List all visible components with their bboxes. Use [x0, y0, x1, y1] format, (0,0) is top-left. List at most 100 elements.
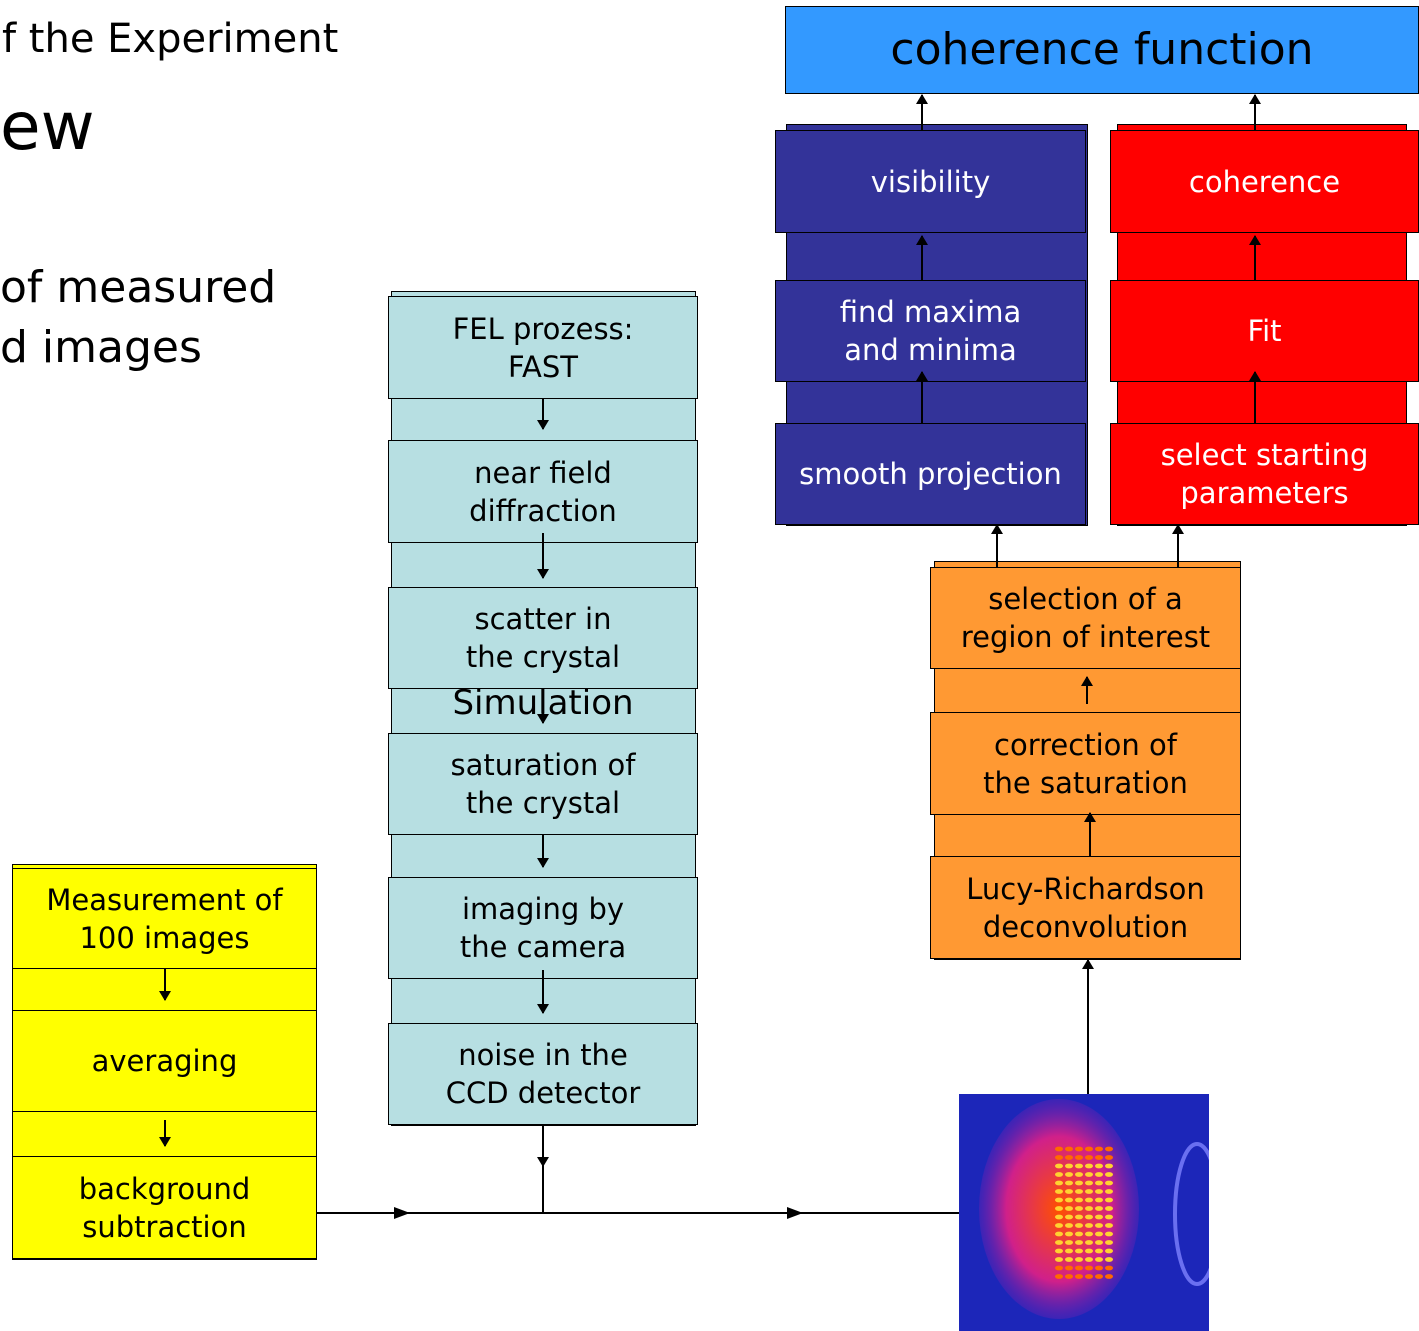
sim-step-fel-process: FEL prozess: FAST	[388, 296, 698, 399]
fringe-spot	[1105, 1231, 1113, 1237]
fringe-spot	[1075, 1257, 1083, 1262]
fringe-spot	[1105, 1214, 1113, 1220]
fringe-spot	[1075, 1197, 1083, 1203]
fringe-spot	[1065, 1231, 1073, 1237]
fringe-spot	[1065, 1274, 1073, 1279]
sim-step-saturation-of-crystal: saturation of the crystal	[388, 733, 698, 835]
fringe-spot	[1075, 1180, 1083, 1186]
fringe-spot	[1105, 1265, 1113, 1271]
fringe-spot	[1055, 1180, 1063, 1186]
fringe-spot	[1055, 1248, 1063, 1254]
fringe-spot	[1095, 1248, 1103, 1254]
fringe-spot	[1055, 1265, 1063, 1271]
fringe-spot	[1065, 1146, 1073, 1152]
fringe-spot	[1055, 1146, 1063, 1152]
fringe-spot	[1055, 1274, 1063, 1279]
fringe-spot	[1085, 1197, 1093, 1203]
fringe-spot	[1065, 1248, 1073, 1254]
slide-subtitle: f the Experiment	[2, 16, 339, 62]
fringe-spot	[1105, 1274, 1113, 1279]
meas-step-background-subtraction: background subtraction	[12, 1156, 317, 1259]
fringe-spot	[1055, 1240, 1063, 1245]
vis-step-find-extrema: find maxima and minima	[775, 280, 1086, 382]
fringe-spot	[1095, 1257, 1103, 1262]
fringe-spot	[1085, 1240, 1093, 1245]
fringe-spot	[1105, 1197, 1113, 1203]
fringe-spot	[1075, 1146, 1083, 1152]
interference-pattern-image	[959, 1094, 1209, 1331]
proc-step-lucy-richardson: Lucy-Richardson deconvolution	[930, 856, 1241, 959]
fringe-spot	[1055, 1223, 1063, 1228]
fringe-spot	[1075, 1240, 1083, 1245]
fringe-spot	[1075, 1155, 1083, 1160]
fringe-spot	[1085, 1231, 1093, 1237]
sim-step-near-field-diffraction: near field diffraction	[388, 440, 698, 543]
fringe-spot	[1105, 1248, 1113, 1254]
fringe-spot	[1095, 1240, 1103, 1245]
slide-body-line-2: d images	[0, 322, 202, 373]
fringe-spot	[1055, 1197, 1063, 1203]
fringe-spot	[1055, 1163, 1063, 1169]
fringe-spot	[1075, 1206, 1083, 1211]
fringe-spot	[1085, 1189, 1093, 1194]
fringe-spot	[1105, 1189, 1113, 1194]
fringe-spot	[1065, 1189, 1073, 1194]
sim-step-noise-ccd: noise in the CCD detector	[388, 1023, 698, 1125]
vis-step-visibility: visibility	[775, 130, 1086, 233]
fit-step-coherence: coherence	[1110, 130, 1419, 233]
fringe-spot	[1075, 1189, 1083, 1194]
fringe-spot	[1075, 1172, 1083, 1177]
fringe-spot	[1055, 1172, 1063, 1177]
fringe-spot	[1095, 1231, 1103, 1237]
slide-body-line-1: of measured	[0, 262, 277, 313]
fringe-spot	[1095, 1197, 1103, 1203]
fringe-spot	[1065, 1214, 1073, 1220]
fringe-spot	[1095, 1223, 1103, 1228]
meas-step-averaging: averaging	[12, 1010, 317, 1112]
fringe-spot	[1105, 1155, 1113, 1160]
fringe-spot	[1105, 1146, 1113, 1152]
fringe-spot	[1065, 1155, 1073, 1160]
fringe-spot	[1055, 1257, 1063, 1262]
fringe-spot	[1065, 1265, 1073, 1271]
fringe-spot	[1085, 1265, 1093, 1271]
fringe-spot	[1065, 1240, 1073, 1245]
fringe-spot	[1105, 1180, 1113, 1186]
fringe-spot	[1085, 1248, 1093, 1254]
coherence-function-box: coherence function	[785, 6, 1419, 94]
fringe-spot	[1085, 1163, 1093, 1169]
fringe-spot	[1095, 1180, 1103, 1186]
fit-step-starting-parameters: select starting parameters	[1110, 423, 1419, 525]
proc-step-region-of-interest: selection of a region of interest	[930, 567, 1241, 669]
fringe-spot	[1095, 1214, 1103, 1220]
fringe-spot	[1055, 1155, 1063, 1160]
fringe-spot	[1085, 1214, 1093, 1220]
sim-step-scatter-in-crystal: scatter in the crystal	[388, 587, 698, 689]
fringe-spot	[1065, 1172, 1073, 1177]
fringe-spot	[1095, 1155, 1103, 1160]
fringe-spot	[1105, 1163, 1113, 1169]
fringe-spot	[1095, 1172, 1103, 1177]
fringe-spot	[1085, 1180, 1093, 1186]
fringe-spot	[1105, 1257, 1113, 1262]
fringe-spot	[1075, 1231, 1083, 1237]
proc-step-saturation-correction: correction of the saturation	[930, 712, 1241, 815]
fringe-spot	[1085, 1223, 1093, 1228]
fringe-spot	[1065, 1223, 1073, 1228]
vis-step-smooth-projection: smooth projection	[775, 423, 1086, 525]
fit-step-fit: Fit	[1110, 280, 1419, 382]
fringe-spot	[1075, 1265, 1083, 1271]
fringe-spot	[1095, 1189, 1103, 1194]
fringe-spot	[1055, 1214, 1063, 1220]
fringe-spot	[1095, 1274, 1103, 1279]
fringe-spot	[1065, 1206, 1073, 1211]
fringe-spot	[1105, 1240, 1113, 1245]
fringe-spot	[1095, 1163, 1103, 1169]
fringe-spot	[1105, 1206, 1113, 1211]
fringe-spot	[1065, 1163, 1073, 1169]
fringe-spot	[1105, 1223, 1113, 1228]
meas-step-measurement: Measurement of 100 images	[12, 868, 317, 969]
fringe-spot	[1075, 1214, 1083, 1220]
fringe-spot	[1065, 1180, 1073, 1186]
